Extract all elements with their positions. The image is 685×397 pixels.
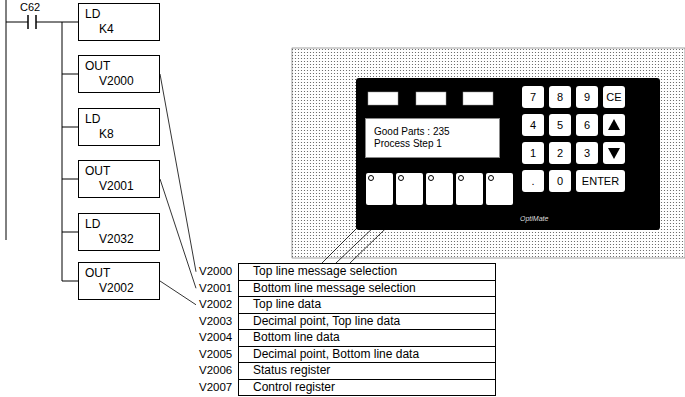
keypad-key: 9 <box>576 86 598 108</box>
leader-line <box>160 179 196 288</box>
keypad-key: 6 <box>576 114 598 136</box>
key-legend: 2 <box>557 147 563 159</box>
instruction-text: LD <box>85 112 153 127</box>
register-text: V2001 <box>196 280 238 298</box>
register-text: V2006 <box>196 362 238 380</box>
soft-keys <box>366 173 513 205</box>
register-text: Status register <box>238 362 496 380</box>
instruction-text: V2000 <box>85 74 153 89</box>
leader-line <box>160 74 196 272</box>
instruction-text: LD <box>85 7 153 22</box>
instruction-box: LDK4 <box>78 3 160 41</box>
leader-lines <box>322 207 408 263</box>
instruction-text: OUT <box>85 266 153 281</box>
keypad-key: CE <box>603 86 625 108</box>
keypad-key: 2 <box>549 142 571 164</box>
keypad-key: 1 <box>522 142 544 164</box>
instruction-text: OUT <box>85 59 153 74</box>
memory-register-row: V2007Control register <box>196 379 496 397</box>
key-legend: 4 <box>530 119 536 131</box>
register-text: Top line data <box>238 296 496 314</box>
ladder-rungs <box>6 0 78 281</box>
panel-housing <box>292 48 685 258</box>
register-text: Decimal point, Top line data <box>238 313 496 331</box>
register-text: V2002 <box>196 296 238 314</box>
instruction-box: OUTV2000 <box>78 55 160 93</box>
keypad-key: 4 <box>522 114 544 136</box>
keypad-key: 5 <box>549 114 571 136</box>
display-line: Process Step 1 <box>374 138 499 150</box>
key-legend: 3 <box>584 147 590 159</box>
key-legend: 1 <box>530 147 536 159</box>
memory-register-row: V2002Top line data <box>196 296 496 314</box>
key-legend: ENTER <box>582 175 619 187</box>
memory-register-row: V2001Bottom line message selection <box>196 280 496 298</box>
instruction-box: OUTV2001 <box>78 160 160 198</box>
register-text: Top line message selection <box>238 263 496 281</box>
register-text: Bottom line message selection <box>238 280 496 298</box>
lcd-display: Good Parts : 235Process Step 1 <box>365 118 500 158</box>
leader-line <box>160 281 196 305</box>
key-legend: 8 <box>557 91 563 103</box>
register-text: V2004 <box>196 329 238 347</box>
register-text: V2005 <box>196 346 238 364</box>
register-text: Decimal point, Bottom line data <box>238 346 496 364</box>
key-legend: . <box>531 175 534 187</box>
memory-register-row: V2000Top line message selection <box>196 263 496 281</box>
key-legend: 9 <box>584 91 590 103</box>
key-legend: 5 <box>557 119 563 131</box>
register-text: V2000 <box>196 263 238 281</box>
arrow-keys <box>603 114 625 164</box>
keypad-key: . <box>522 170 544 192</box>
key-legend: CE <box>606 91 621 103</box>
instruction-text: V2002 <box>85 281 153 296</box>
register-text: V2003 <box>196 313 238 331</box>
instruction-box: OUTV2002 <box>78 262 160 300</box>
instruction-box: LDV2032 <box>78 213 160 251</box>
memory-register-row: V2006Status register <box>196 362 496 380</box>
contact-address: C62 <box>20 1 40 13</box>
brand-logo: OptiMate <box>520 215 548 222</box>
instruction-text: K8 <box>85 127 153 142</box>
register-text: Bottom line data <box>238 329 496 347</box>
keypad-key: ENTER <box>576 170 625 192</box>
key-legend: 7 <box>530 91 536 103</box>
key-legend: 0 <box>557 175 563 187</box>
key-legend: 6 <box>584 119 590 131</box>
instruction-text: OUT <box>85 164 153 179</box>
indicator-lamps <box>368 92 493 105</box>
instruction-text: K4 <box>85 22 153 37</box>
instruction-text: V2032 <box>85 232 153 247</box>
keypad-key: 3 <box>576 142 598 164</box>
register-text: V2007 <box>196 379 238 397</box>
memory-register-row: V2005Decimal point, Bottom line data <box>196 346 496 364</box>
register-text: Control register <box>238 379 496 397</box>
instruction-text: V2001 <box>85 179 153 194</box>
panel-face <box>356 78 660 230</box>
memory-register-row: V2004Bottom line data <box>196 329 496 347</box>
keypad-key: 8 <box>549 86 571 108</box>
display-line: Good Parts : 235 <box>374 126 499 138</box>
instruction-box: LDK8 <box>78 108 160 146</box>
keypad-key: 0 <box>549 170 571 192</box>
memory-register-row: V2003Decimal point, Top line data <box>196 313 496 331</box>
instruction-text: LD <box>85 217 153 232</box>
keypad-key: 7 <box>522 86 544 108</box>
